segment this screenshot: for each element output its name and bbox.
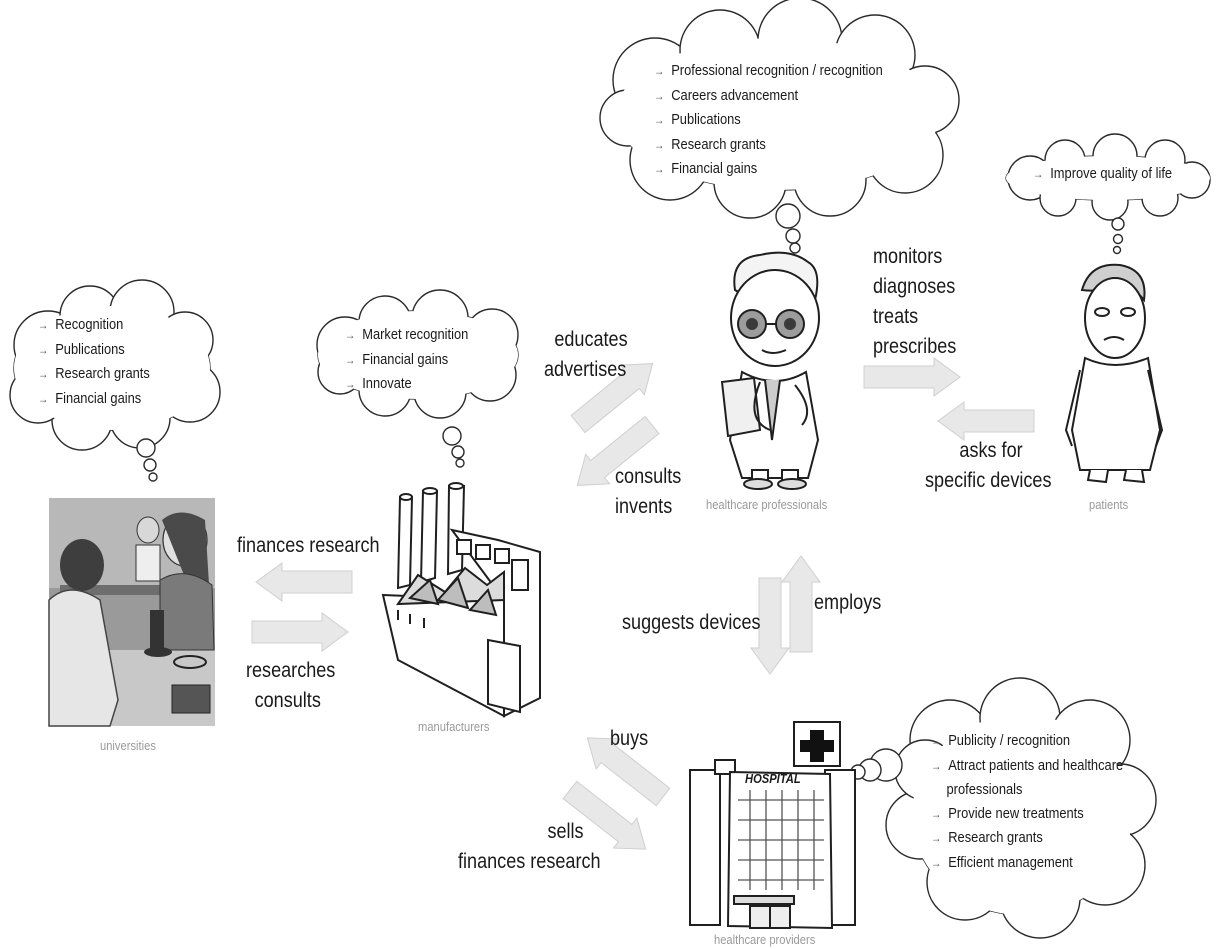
universities-motivations: →Recognition →Publications →Research gra… [38,313,150,411]
motivation-item: →Financial gains [38,389,142,407]
patients-motivations: →Improve quality of life [1033,162,1172,187]
providers-motivations: →Publicity / recognition →Attract patien… [931,729,1123,875]
factory-illustration [381,482,541,718]
arrow-manufacturers-to-universities [255,562,353,602]
motivation-item: →Efficient management [931,853,1073,871]
manufacturers-thought-cloud [316,289,519,468]
arrow-universities-to-manufacturers [251,612,349,652]
arrow-professionals-to-patients [863,357,961,397]
motivation-item: →Professional recognition / recognition [654,62,883,79]
motivation-item: →Research grants [654,135,766,153]
universities-caption: universities [100,738,156,753]
doctor-illustration [720,251,820,490]
motivation-item: →Publicity / recognition [931,732,1071,749]
motivation-item: →Publications [38,340,125,358]
relation-researches-consults: researches consults [246,659,336,712]
manufacturers-caption: manufacturers [418,719,490,734]
professionals-caption: healthcare professionals [706,497,828,512]
motivation-item: →Publications [654,111,741,128]
motivation-item: →Research grants [38,365,150,382]
manufacturers-motivations: →Market recognition →Financial gains →In… [345,323,468,397]
professionals-motivations: →Professional recognition / recognition … [654,59,883,182]
relation-sells-finances: sells finances research [458,820,601,873]
hospital-illustration [689,721,856,930]
motivation-item: →Research grants [931,829,1043,846]
patient-illustration [1064,263,1164,484]
hospital-sign: HOSPITAL [745,771,801,786]
relation-asks-for-devices: asks for specific devices [925,439,1052,492]
motivation-item: →Provide new treatments [931,804,1084,822]
motivation-item: →Attract patients and healthcare [931,756,1124,774]
motivation-item: →Innovate [345,375,412,392]
relation-monitors-diagnoses: monitors diagnoses treats prescribes [873,245,957,358]
universities-thought-cloud [9,279,221,482]
patients-caption: patients [1089,497,1129,512]
relation-educates-advertises: educates advertises [544,328,628,381]
motivation-item: professionals [946,781,1023,798]
motivation-item: →Improve quality of life [1033,165,1173,182]
arrow-patients-to-professionals [937,401,1035,441]
professionals-thought-cloud [599,0,960,254]
motivation-item: →Recognition [38,316,124,333]
universities-illustration [48,498,215,727]
relation-finances-research: finances research [237,534,380,557]
relation-consults-invents: consults invents [615,465,682,518]
motivation-item: →Financial gains [654,160,758,177]
motivation-item: →Careers advancement [654,86,799,104]
motivation-item: →Market recognition [345,326,469,343]
providers-thought-cloud [850,677,1157,939]
motivation-item: →Financial gains [345,350,449,368]
relation-buys: buys [610,727,649,750]
relation-suggests-devices: suggests devices [622,611,761,634]
patients-thought-cloud [1005,133,1211,255]
providers-caption: healthcare providers [714,932,816,947]
relation-employs: employs [814,591,882,614]
